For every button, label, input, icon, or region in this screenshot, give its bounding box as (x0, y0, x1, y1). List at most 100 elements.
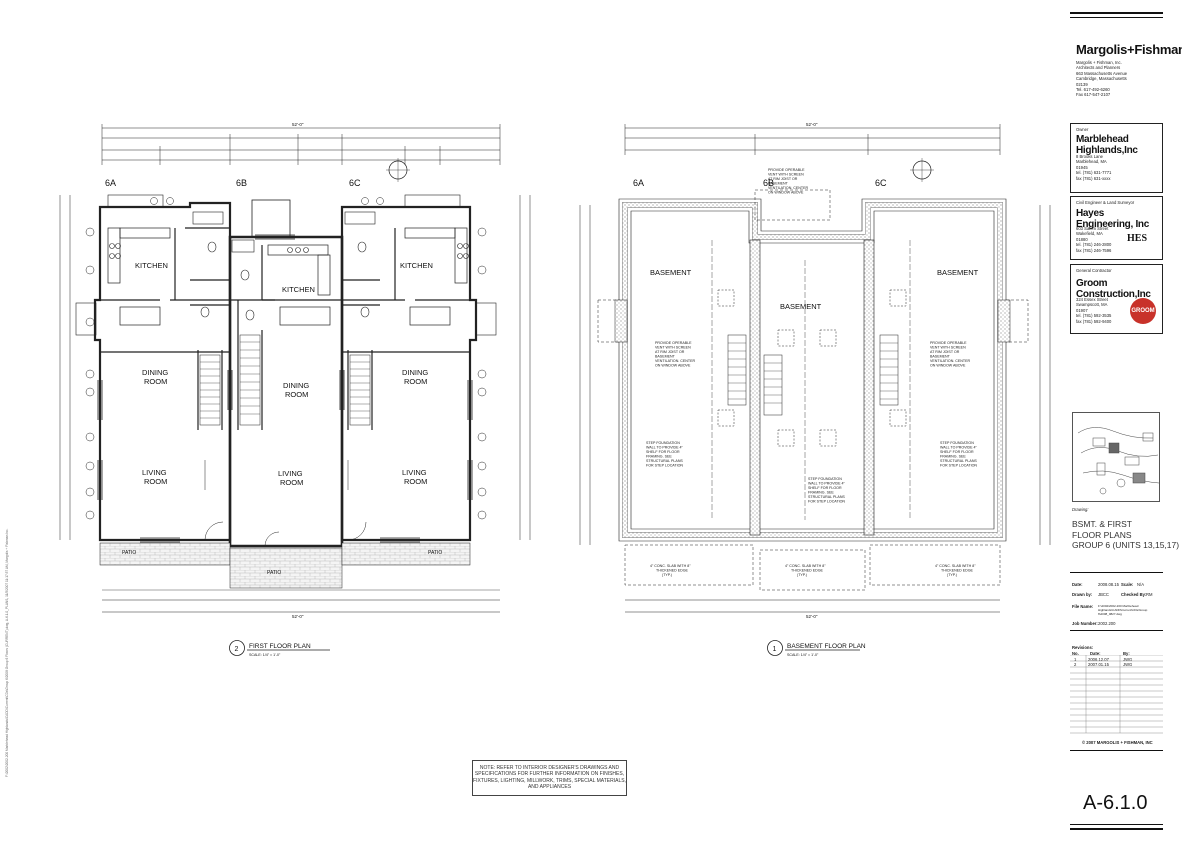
first-floor-dim-bottom: 52'-0" (292, 614, 304, 619)
basement-plan-title: BASEMENT FLOOR PLAN (787, 643, 866, 650)
svg-text:FOR STEP LOCATION: FOR STEP LOCATION (940, 464, 977, 468)
svg-text:STEP FOUNDATION: STEP FOUNDATION (646, 441, 680, 445)
basement-plan-number: 1 (773, 646, 777, 653)
svg-text:AT RIM JOIST OR: AT RIM JOIST OR (768, 177, 798, 181)
hes-logo-icon: HES (1127, 233, 1148, 244)
svg-text:STRUCTURAL PLANS: STRUCTURAL PLANS (940, 459, 977, 463)
svg-text:PROVIDE OPERABLE: PROVIDE OPERABLE (655, 341, 692, 345)
svg-text:4" CONC. SLAB WITH 8": 4" CONC. SLAB WITH 8" (650, 564, 691, 568)
engineer-box: Civil Engineer & Land Surveyor Hayes Eng… (1070, 196, 1163, 260)
svg-text:BASEMENT: BASEMENT (930, 355, 951, 359)
unit-label-b6c: 6C (875, 178, 887, 188)
patio-label-6a: PATIO (122, 550, 136, 556)
step-note-6b: STEP FOUNDATION WALL TO PROVIDE 4" SHELF… (808, 477, 846, 504)
svg-text:ON WINDOW ABOVE: ON WINDOW ABOVE (768, 191, 804, 195)
svg-text:(TYP.): (TYP.) (662, 573, 672, 577)
svg-text:WALL TO PROVIDE 4": WALL TO PROVIDE 4" (940, 446, 978, 450)
architect-name: Margolis+Fishman (1076, 42, 1182, 57)
slab-note-6c: 4" CONC. SLAB WITH 8" THICKENED EDGE (TY… (935, 564, 976, 577)
slab-note-6b: 4" CONC. SLAB WITH 8" THICKENED EDGE (TY… (785, 564, 826, 577)
vent-note-6b: PROVIDE OPERABLE VENT WITH SCREEN AT RIM… (768, 168, 808, 195)
svg-text:VENTILATION. CENTER: VENTILATION. CENTER (655, 359, 695, 363)
patio-label-6c: PATIO (428, 550, 442, 556)
unit-label-6b: 6B (236, 178, 247, 188)
drawing-title: BSMT. & FIRST FLOOR PLANS GROUP 6 (UNITS… (1072, 519, 1180, 550)
floor-plan-drawing: 6A 6B 6C KITCHEN KITCHEN KITCHEN DINING … (59, 122, 1051, 657)
svg-text:VENTILATION. CENTER: VENTILATION. CENTER (930, 359, 970, 363)
svg-text:AT RIM JOIST OR: AT RIM JOIST OR (930, 350, 960, 354)
living-label-6b-2: ROOM (280, 478, 303, 487)
svg-text:FOR STEP LOCATION: FOR STEP LOCATION (808, 500, 845, 504)
first-floor-dim: 52'-0" (292, 122, 304, 127)
architect-address: Margolis + Fishman, Inc. Architects and … (1076, 60, 1128, 98)
living-label-6a-2: ROOM (144, 477, 167, 486)
svg-text:BASEMENT: BASEMENT (655, 355, 676, 359)
unit-label-b6a: 6A (633, 178, 644, 188)
dining-label-6c-2: ROOM (404, 377, 427, 386)
first-floor-plan-title: FIRST FLOOR PLAN (249, 643, 311, 650)
living-label-6c: LIVING (402, 468, 427, 477)
svg-text:THICKENED EDGE: THICKENED EDGE (656, 569, 689, 573)
svg-text:BASEMENT: BASEMENT (768, 182, 789, 186)
dining-label-6a: DINING (142, 368, 168, 377)
svg-text:(TYP.): (TYP.) (797, 573, 807, 577)
svg-text:WALL TO PROVIDE 4": WALL TO PROVIDE 4" (646, 446, 684, 450)
basement-dim: 52'-0" (806, 122, 818, 127)
svg-text:SHELF FOR FLOOR: SHELF FOR FLOOR (808, 486, 842, 490)
svg-text:PROVIDE OPERABLE: PROVIDE OPERABLE (768, 168, 805, 172)
svg-text:VENT WITH SCREEN: VENT WITH SCREEN (930, 346, 966, 350)
svg-text:(TYP.): (TYP.) (947, 573, 957, 577)
first-floor-plan (59, 124, 531, 656)
svg-text:FRAMING. SEE: FRAMING. SEE (808, 491, 834, 495)
basement-label-6c: BASEMENT (937, 268, 979, 277)
dining-label-6b: DINING (283, 381, 309, 390)
unit-label-6c: 6C (349, 178, 361, 188)
vent-note-6c: PROVIDE OPERABLE VENT WITH SCREEN AT RIM… (930, 341, 970, 368)
key-plan-map (1072, 412, 1160, 502)
drawing-label: Drawing: (1072, 507, 1089, 512)
vent-note-6a: PROVIDE OPERABLE VENT WITH SCREEN AT RIM… (655, 341, 695, 368)
svg-text:SHELF FOR FLOOR: SHELF FOR FLOOR (646, 450, 680, 454)
svg-text:4" CONC. SLAB WITH 8": 4" CONC. SLAB WITH 8" (785, 564, 826, 568)
living-label-6b: LIVING (278, 469, 303, 478)
svg-text:ON WINDOW ABOVE: ON WINDOW ABOVE (930, 364, 966, 368)
kitchen-label-6b: KITCHEN (282, 285, 315, 294)
svg-text:VENT WITH SCREEN: VENT WITH SCREEN (655, 346, 691, 350)
sheet-number: A-6.1.0 (1083, 792, 1148, 814)
svg-text:VENT WITH SCREEN: VENT WITH SCREEN (768, 173, 804, 177)
basement-plan-scale: SCALE: 1/4" = 1'-0" (787, 653, 819, 657)
step-note-6a: STEP FOUNDATION WALL TO PROVIDE 4" SHELF… (646, 441, 684, 468)
first-floor-plan-number: 2 (235, 646, 239, 653)
dining-label-6b-2: ROOM (285, 390, 308, 399)
dining-label-6c: DINING (402, 368, 428, 377)
svg-text:FOR STEP LOCATION: FOR STEP LOCATION (646, 464, 683, 468)
kitchen-label-6c: KITCHEN (400, 261, 433, 270)
svg-text:AT RIM JOIST OR: AT RIM JOIST OR (655, 350, 685, 354)
svg-text:VENTILATION. CENTER: VENTILATION. CENTER (768, 186, 808, 190)
svg-text:THICKENED EDGE: THICKENED EDGE (791, 569, 824, 573)
owner-box: Owner Marblehead Highlands,Inc 8 Brooks … (1070, 123, 1163, 193)
patio-label-6b: PATIO (267, 570, 281, 576)
kitchen-label-6a: KITCHEN (135, 261, 168, 270)
svg-text:WALL TO PROVIDE 4": WALL TO PROVIDE 4" (808, 482, 846, 486)
svg-text:ON WINDOW ABOVE: ON WINDOW ABOVE (655, 364, 691, 368)
unit-label-6a: 6A (105, 178, 116, 188)
living-label-6a: LIVING (142, 468, 167, 477)
svg-text:FRAMING. SEE: FRAMING. SEE (646, 455, 672, 459)
general-note: NOTE: REFER TO INTERIOR DESIGNER'S DRAWI… (472, 760, 627, 796)
svg-text:FRAMING. SEE: FRAMING. SEE (940, 455, 966, 459)
svg-text:STEP FOUNDATION: STEP FOUNDATION (940, 441, 974, 445)
step-note-6c: STEP FOUNDATION WALL TO PROVIDE 4" SHELF… (940, 441, 978, 468)
file-path-stamp: F:\2002\2002-200 Marblehead Highlands\CA… (5, 528, 9, 777)
basement-floor-plan (579, 124, 1051, 656)
svg-text:PROVIDE OPERABLE: PROVIDE OPERABLE (930, 341, 967, 345)
unit-label-b6b: 6B (763, 178, 774, 188)
slab-note-6a: 4" CONC. SLAB WITH 8" THICKENED EDGE (TY… (650, 564, 691, 577)
svg-text:STRUCTURAL PLANS: STRUCTURAL PLANS (646, 459, 683, 463)
basement-label-6a: BASEMENT (650, 268, 692, 277)
first-floor-plan-scale: SCALE: 1/4" = 1'-0" (249, 653, 281, 657)
copyright-notice: © 2007 MARGOLIS + FISHMAN, INC (1082, 740, 1153, 745)
basement-label-6b: BASEMENT (780, 302, 822, 311)
dining-label-6a-2: ROOM (144, 377, 167, 386)
svg-text:4" CONC. SLAB WITH 8": 4" CONC. SLAB WITH 8" (935, 564, 976, 568)
